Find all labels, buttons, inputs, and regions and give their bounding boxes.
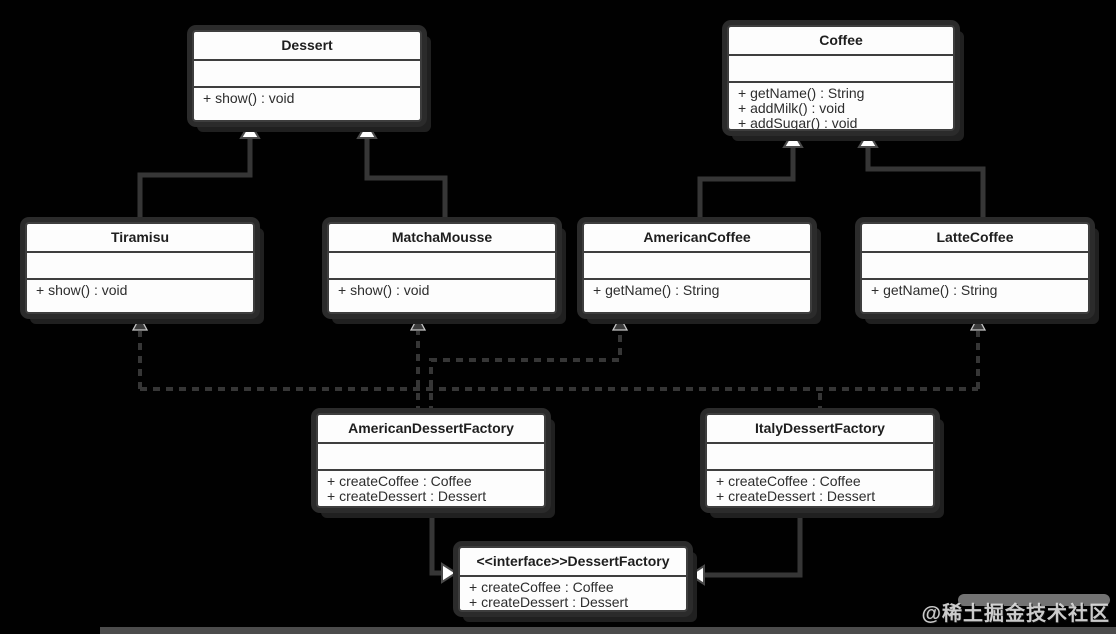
edge-americanfactory-interface [429, 508, 443, 576]
class-methods: + createCoffee : Coffee + createDessert … [318, 471, 544, 506]
method-label: + show() : void [203, 90, 295, 106]
class-title: AmericanCoffee [584, 224, 810, 253]
dependency-arrow-matchamousse [409, 315, 427, 331]
realization-arrow-left [441, 562, 458, 584]
class-methods: + createCoffee : Coffee + createDessert … [707, 471, 933, 506]
class-attributes [194, 61, 420, 88]
dependency-arrow-americancoffee [611, 315, 629, 331]
method-label: + show() : void [338, 282, 430, 298]
class-methods: + show() : void [27, 280, 253, 312]
class-attributes [27, 253, 253, 280]
watermark-text: @稀土掘金技术社区 [921, 603, 1110, 625]
class-attributes [729, 56, 953, 83]
method-label: + createDessert : Dessert [469, 594, 629, 610]
method-label: + addSugar() : void [738, 115, 858, 130]
edge-matchamousse-dessert [364, 139, 448, 222]
generalization-arrow-dessert-right [356, 121, 378, 139]
class-box-dessert: Dessert + show() : void [192, 30, 422, 122]
method-label: + show() : void [36, 282, 128, 298]
edge-italyfactory-interface [702, 508, 803, 578]
class-box-tiramisu: Tiramisu + show() : void [25, 222, 255, 314]
class-box-americandessertfactory: AmericanDessertFactory + createCoffee : … [316, 413, 546, 508]
class-title: MatchaMousse [329, 224, 555, 253]
method-label: + createDessert : Dessert [327, 488, 487, 504]
class-title: ItalyDessertFactory [707, 415, 933, 444]
class-methods: + show() : void [194, 88, 420, 120]
generalization-arrow-coffee-right [857, 130, 879, 148]
method-label: + addMilk() : void [738, 100, 845, 116]
class-attributes [707, 444, 933, 471]
edge-americanfactory-americancoffee [429, 331, 622, 413]
class-title: LatteCoffee [862, 224, 1088, 253]
class-attributes [584, 253, 810, 280]
class-attributes [329, 253, 555, 280]
method-label: + createCoffee : Coffee [469, 579, 614, 595]
realization-arrow-right [688, 564, 705, 586]
method-label: + getName() : String [738, 85, 865, 101]
dependency-arrow-tiramisu [131, 315, 149, 331]
method-label: + getName() : String [593, 282, 720, 298]
bottom-bar [100, 627, 1116, 634]
dependency-arrow-lattecoffee [969, 315, 987, 331]
class-title: Tiramisu [27, 224, 253, 253]
class-box-americancoffee: AmericanCoffee + getName() : String [582, 222, 812, 314]
edge-lattecoffee-coffee [865, 148, 986, 222]
class-box-italydessertfactory: ItalyDessertFactory + createCoffee : Cof… [705, 413, 935, 508]
class-box-dessertfactory-interface: <<interface>>DessertFactory + createCoff… [458, 546, 688, 612]
method-label: + createCoffee : Coffee [716, 473, 861, 489]
class-methods: + show() : void [329, 280, 555, 312]
class-attributes [318, 444, 544, 471]
class-methods: + getName() : String [584, 280, 810, 312]
generalization-arrow-coffee-left [782, 130, 804, 148]
class-methods: + getName() : String [862, 280, 1088, 312]
edge-americancoffee-coffee [697, 148, 796, 222]
watermark-highlight [958, 594, 1110, 606]
generalization-arrow-dessert-left [239, 121, 261, 139]
class-methods: + createCoffee : Coffee + createDessert … [460, 577, 686, 610]
edge-italyfactory-products [138, 331, 980, 413]
class-attributes [862, 253, 1088, 280]
method-label: + createDessert : Dessert [716, 488, 876, 504]
class-title: Coffee [729, 27, 953, 56]
class-box-matchamousse: MatchaMousse + show() : void [327, 222, 557, 314]
class-title: AmericanDessertFactory [318, 415, 544, 444]
class-title: Dessert [194, 32, 420, 61]
class-box-lattecoffee: LatteCoffee + getName() : String [860, 222, 1090, 314]
edge-tiramisu-dessert [137, 139, 253, 222]
class-methods: + getName() : String + addMilk() : void … [729, 83, 953, 130]
method-label: + getName() : String [871, 282, 998, 298]
class-title: <<interface>>DessertFactory [460, 548, 686, 577]
method-label: + createCoffee : Coffee [327, 473, 472, 489]
class-box-coffee: Coffee + getName() : String + addMilk() … [727, 25, 955, 131]
